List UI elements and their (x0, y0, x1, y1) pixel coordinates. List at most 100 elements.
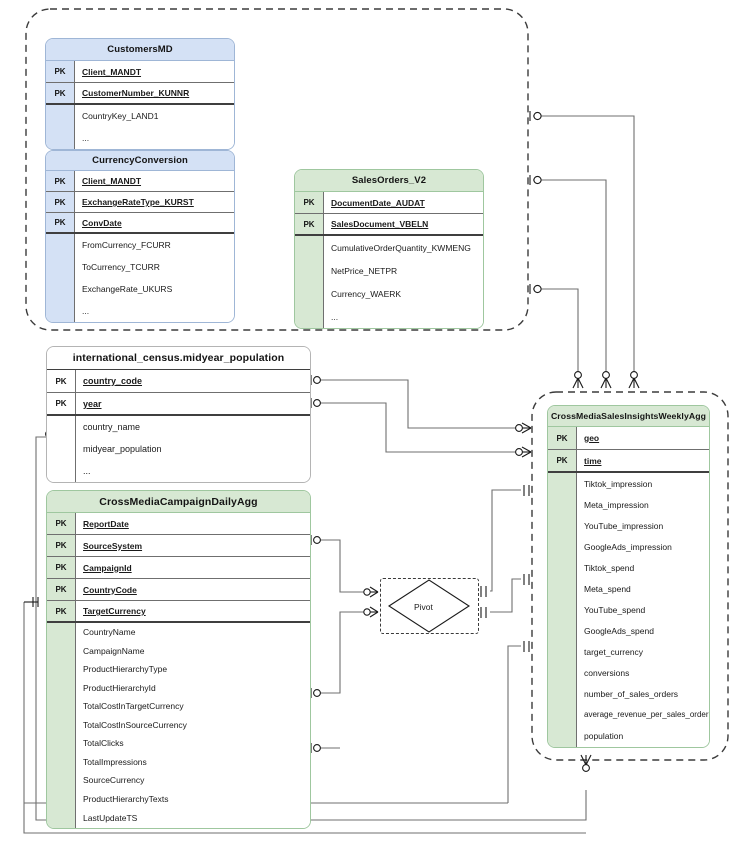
entity-cross-media-sales-insights-weekly-agg[interactable]: CrossMediaSalesInsightsWeeklyAgg PK geo … (547, 405, 710, 748)
table-row[interactable]: YouTube_spend (548, 599, 709, 620)
field-name: ToCurrency_TCURR (74, 256, 234, 278)
table-row[interactable]: ToCurrency_TCURR (46, 256, 234, 278)
table-row[interactable]: FromCurrency_FCURR (46, 234, 234, 256)
marker-zero-one-totalcost (310, 688, 321, 698)
pk-spacer (47, 771, 75, 790)
entity-currency-conversion[interactable]: CurrencyConversion PK Client_MANDT PK Ex… (45, 150, 235, 323)
pk-spacer (46, 256, 74, 278)
entity-sales-orders-v2[interactable]: SalesOrders_V2 PK DocumentDate_AUDAT PK … (294, 169, 484, 329)
table-row[interactable]: PK geo (548, 427, 709, 450)
pk-spacer (548, 536, 576, 557)
field-name: TotalImpressions (75, 752, 310, 771)
field-name: SourceCurrency (75, 771, 310, 790)
table-row[interactable]: SourceCurrency (47, 771, 310, 790)
field-name: ProductHierarchyId (75, 678, 310, 697)
table-row[interactable]: YouTube_impression (548, 515, 709, 536)
pk-spacer (548, 599, 576, 620)
entity-body: PK Client_MANDT PK CustomerNumber_KUNNR … (46, 61, 234, 149)
table-row[interactable]: country_name (47, 416, 310, 438)
table-row[interactable]: PK ReportDate (47, 513, 310, 535)
table-row[interactable]: ProductHierarchyId (47, 678, 310, 697)
pk-spacer (47, 623, 75, 642)
table-row[interactable]: CampaignName (47, 641, 310, 660)
pk-spacer (46, 105, 74, 127)
field-name: country_code (75, 370, 310, 392)
table-row[interactable]: Currency_WAERK (295, 282, 483, 305)
table-row[interactable]: average_revenue_per_sales_order (548, 704, 709, 725)
table-row[interactable]: PK DocumentDate_AUDAT (295, 192, 483, 214)
entity-title: CrossMediaCampaignDailyAgg (47, 491, 310, 513)
table-row[interactable]: PK Client_MANDT (46, 61, 234, 83)
pk-spacer (548, 620, 576, 641)
table-row[interactable]: ... (46, 300, 234, 322)
marker-zero-one-census-country (310, 375, 321, 385)
table-row[interactable]: conversions (548, 662, 709, 683)
table-row[interactable]: TotalCostInSourceCurrency (47, 715, 310, 734)
table-row[interactable]: TotalCostInTargetCurrency (47, 697, 310, 716)
table-row[interactable]: PK SourceSystem (47, 535, 310, 557)
table-row[interactable]: PK country_code (47, 370, 310, 393)
pk-spacer (548, 494, 576, 515)
pk-spacer (46, 278, 74, 300)
table-row[interactable]: target_currency (548, 641, 709, 662)
marker-zero-one-census-year (310, 398, 321, 408)
table-row[interactable]: CountryKey_LAND1 (46, 105, 234, 127)
field-name: ... (74, 127, 234, 149)
table-row[interactable]: TotalImpressions (47, 752, 310, 771)
table-row[interactable]: ... (47, 460, 310, 482)
table-row[interactable]: CountryName (47, 623, 310, 642)
pk-spacer (47, 752, 75, 771)
pk-spacer (548, 641, 576, 662)
pk-spacer (46, 127, 74, 149)
crowfoot-target-bottom (580, 754, 592, 772)
table-row[interactable]: TotalClicks (47, 734, 310, 753)
table-row[interactable]: Meta_impression (548, 494, 709, 515)
table-row[interactable]: ... (295, 305, 483, 328)
entity-customers-md[interactable]: CustomersMD PK Client_MANDT PK CustomerN… (45, 38, 235, 150)
field-name: ... (323, 305, 483, 328)
table-row[interactable]: PK ExchangeRateType_KURST (46, 192, 234, 213)
table-row[interactable]: LastUpdateTS (47, 808, 310, 828)
table-row[interactable]: ProductHierarchyType (47, 660, 310, 679)
marker-one-one-pivot-out-1 (480, 586, 487, 597)
table-row[interactable]: PK Client_MANDT (46, 171, 234, 192)
table-row[interactable]: GoogleAds_impression (548, 536, 709, 557)
field-name: average_revenue_per_sales_order (576, 704, 709, 725)
pk-badge: PK (47, 557, 75, 578)
table-row[interactable]: midyear_population (47, 438, 310, 460)
pivot-container[interactable] (380, 578, 479, 634)
pivot-label: Pivot (414, 602, 433, 612)
marker-zero-one-top3 (529, 284, 542, 294)
pk-badge: PK (46, 83, 74, 103)
pk-badge: PK (46, 171, 74, 191)
table-row[interactable]: PK year (47, 393, 310, 416)
field-name: ... (74, 300, 234, 322)
field-name: NetPrice_NETPR (323, 259, 483, 282)
pk-spacer (47, 641, 75, 660)
table-row[interactable]: PK time (548, 450, 709, 473)
table-row[interactable]: PK CampaignId (47, 557, 310, 579)
table-row[interactable]: population (548, 725, 709, 747)
table-row[interactable]: ... (46, 127, 234, 149)
table-row[interactable]: PK ConvDate (46, 213, 234, 234)
table-row[interactable]: PK TargetCurrency (47, 601, 310, 623)
table-row[interactable]: PK CountryCode (47, 579, 310, 601)
pk-spacer (47, 438, 75, 460)
entity-cross-media-campaign-daily-agg[interactable]: CrossMediaCampaignDailyAgg PK ReportDate… (46, 490, 311, 829)
table-row[interactable]: PK SalesDocument_VBELN (295, 214, 483, 236)
table-row[interactable]: NetPrice_NETPR (295, 259, 483, 282)
table-row[interactable]: Tiktok_spend (548, 557, 709, 578)
table-row[interactable]: Tiktok_impression (548, 473, 709, 494)
table-row[interactable]: CumulativeOrderQuantity_KWMENG (295, 236, 483, 259)
table-row[interactable]: ProductHierarchyTexts (47, 789, 310, 808)
table-row[interactable]: PK CustomerNumber_KUNNR (46, 83, 234, 105)
table-row[interactable]: number_of_sales_orders (548, 683, 709, 704)
field-name: CampaignName (75, 641, 310, 660)
marker-one-one-target-in-3 (523, 641, 530, 652)
entity-international-census[interactable]: international_census.midyear_population … (46, 346, 311, 483)
field-name: ConvDate (74, 213, 234, 232)
table-row[interactable]: ExchangeRate_UKURS (46, 278, 234, 300)
table-row[interactable]: Meta_spend (548, 578, 709, 599)
pk-spacer (47, 789, 75, 808)
table-row[interactable]: GoogleAds_spend (548, 620, 709, 641)
